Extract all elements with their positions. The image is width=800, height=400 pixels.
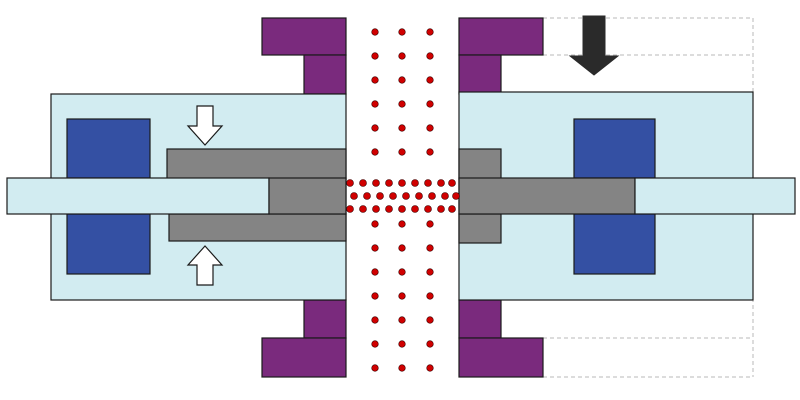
particle [426,220,434,228]
right-core-top [458,148,502,180]
particle [424,179,432,187]
particle [398,124,406,132]
top-left-flange-inner [303,54,347,95]
top-left-flange-outer [261,17,347,56]
right-coil-top [573,118,656,179]
particle [398,316,406,324]
particle [398,52,406,60]
particle [371,28,379,36]
left-coil-top [66,118,151,179]
bottom-right-flange-outer [458,337,544,378]
particle [346,179,354,187]
left-plunger [268,177,347,215]
particle [371,220,379,228]
particle [448,179,456,187]
particle [426,124,434,132]
particle [426,268,434,276]
particle [398,268,406,276]
particle [426,340,434,348]
particle [426,292,434,300]
particle [371,52,379,60]
particle [426,316,434,324]
left-core-top [166,148,347,180]
particle [398,148,406,156]
particle [426,52,434,60]
right-core-bottom [458,213,502,244]
particle [437,205,445,213]
particle [376,192,384,200]
particle [389,192,397,200]
particle [371,340,379,348]
particle [411,205,419,213]
particle [371,268,379,276]
particle [437,179,445,187]
particle [350,192,358,200]
particle-gap [346,28,460,372]
particle [398,292,406,300]
particle [385,179,393,187]
arrow-up-outline-icon [186,245,224,286]
particle [452,192,460,200]
left-shaft [6,177,270,215]
particle [372,205,380,213]
particle [371,148,379,156]
particle [398,340,406,348]
particle [424,205,432,213]
particle [363,192,371,200]
particle [371,76,379,84]
particle [371,316,379,324]
particle [426,364,434,372]
right-shaft [634,177,796,215]
particle [411,179,419,187]
particle [371,292,379,300]
particle [371,100,379,108]
particle [426,148,434,156]
particle [398,364,406,372]
particle [398,76,406,84]
left-coil-bottom [66,213,151,275]
particle [428,192,436,200]
particle [359,205,367,213]
arrow-down-outline-icon [186,105,224,146]
particle [371,364,379,372]
particle [398,179,406,187]
bottom-left-flange-outer [261,337,347,378]
bottom-left-flange-inner [303,299,347,339]
particle [448,205,456,213]
particle [415,192,423,200]
particle [346,205,354,213]
particle [398,28,406,36]
particle [385,205,393,213]
particle [398,244,406,252]
particle [426,100,434,108]
left-core-bottom [168,213,347,242]
particle [402,192,410,200]
particle [371,244,379,252]
particle [371,124,379,132]
top-right-flange-inner [458,54,502,95]
bottom-right-flange-inner [458,299,502,339]
right-coil-bottom [573,213,656,275]
particle [426,28,434,36]
particle [398,220,406,228]
arrow-down-solid-icon [568,15,620,76]
top-right-flange-outer [458,17,544,56]
particle [372,179,380,187]
particle [426,76,434,84]
particle [426,244,434,252]
particle [398,100,406,108]
particle [441,192,449,200]
right-plunger [458,177,636,215]
particle [359,179,367,187]
particle [398,205,406,213]
